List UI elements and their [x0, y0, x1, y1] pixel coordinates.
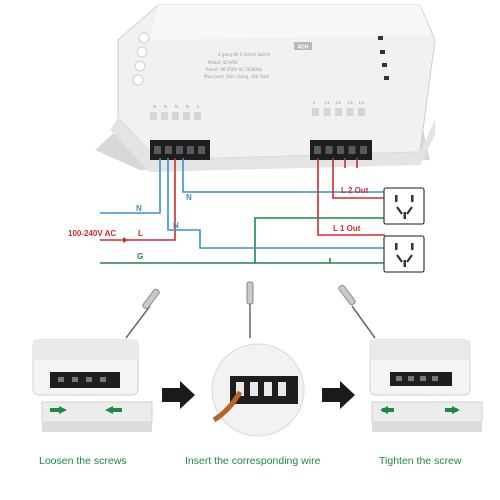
terminal-slot [314, 146, 321, 154]
socket-lower [383, 235, 425, 273]
terminal-slot [154, 146, 161, 154]
arrow-right-icon [322, 381, 355, 409]
neutral-label: N [136, 204, 142, 213]
wiring-diagram: 4CH 4 gang Wi-Fi Smart Switch Model: 4CH… [95, 4, 436, 273]
terminal-screw [172, 112, 179, 120]
terminal-slot [187, 146, 194, 154]
device-spec-line: Rated: 90-250V AC 50/60Hz [206, 67, 262, 72]
step1-caption: Loosen the screws [39, 455, 127, 467]
terminal-slot [165, 146, 172, 154]
screwdriver-icon [246, 281, 254, 338]
step3-terminal-rail [371, 401, 483, 432]
channel-button-4[interactable] [132, 74, 144, 86]
terminal-screw [358, 108, 365, 116]
live-arrow-icon [123, 237, 128, 243]
socket-upper [383, 187, 425, 225]
terminal-screw [335, 108, 342, 116]
terminal-label: N [153, 104, 156, 109]
l2-out-wire [332, 158, 385, 199]
terminal-label: L4 [359, 100, 365, 105]
terminal-screw [194, 112, 201, 120]
ground-label: G [137, 252, 144, 261]
step3-caption: Tighten the screw [379, 455, 462, 467]
led-indicator-4 [384, 76, 389, 80]
step2-caption: Insert the corresponding wire [185, 455, 321, 467]
step3-module [369, 339, 471, 396]
device-spec-line: Model: 4CH/R2 [208, 60, 238, 65]
terminal-slot [360, 146, 367, 154]
neutral-lower-label: N [173, 221, 179, 230]
live-label: L [138, 229, 143, 238]
channel-button-1[interactable] [138, 32, 150, 44]
terminal-label: N [175, 104, 178, 109]
wires [100, 158, 385, 264]
terminal-label: L1 [325, 100, 331, 105]
l1-out-wire [317, 158, 385, 236]
ground-branch-wire [254, 217, 385, 263]
terminal-label: N [164, 104, 167, 109]
terminal-slot [325, 146, 333, 154]
led-indicator-2 [380, 50, 385, 54]
terminal-screw [346, 108, 354, 116]
neutral-upper-label: N [186, 193, 192, 202]
live-input-label: 100-240V AC [68, 229, 117, 238]
model-badge [294, 42, 312, 50]
led-indicator-1 [378, 36, 383, 40]
led-indicator-3 [382, 63, 387, 67]
terminal-slot [198, 146, 205, 154]
terminal-screw [312, 108, 319, 116]
terminal-screw [183, 112, 190, 120]
step1-terminal-rail [41, 401, 153, 432]
terminal-label: N [186, 104, 189, 109]
terminal-label: L [313, 100, 316, 105]
device-spec-line: Max Load: 10A / Gang, 16A Total [204, 74, 269, 79]
terminal-label: L2 [336, 100, 342, 105]
neutral-socket2-wire [167, 158, 385, 249]
l2-out-label: L 2 Out [341, 186, 369, 195]
channel-button-3[interactable] [134, 60, 146, 72]
terminal-screw [150, 112, 157, 120]
terminal-screw [323, 108, 331, 116]
terminal-screw [161, 112, 168, 120]
terminal-label: L [197, 104, 200, 109]
l1-out-label: L 1 Out [333, 224, 361, 233]
terminal-label: L3 [348, 100, 354, 105]
step1-module [32, 339, 139, 396]
device-title: 4 gang Wi-Fi Smart Switch [218, 52, 271, 57]
top-screws-right: L L1 L2 L3 L4 [312, 100, 365, 116]
terminal-slot [176, 146, 183, 154]
neutral-input-wire [100, 158, 161, 214]
step2-circle [211, 343, 305, 437]
model-badge-text: 4CH [297, 45, 308, 51]
installation-steps [32, 281, 483, 437]
channel-button-2[interactable] [136, 46, 148, 58]
terminal-slot [348, 146, 356, 154]
device-top [150, 5, 432, 40]
terminal-slot [337, 146, 344, 154]
screwdriver-icon [338, 284, 376, 339]
screwdriver-icon [125, 288, 160, 339]
arrow-right-icon [162, 381, 195, 409]
